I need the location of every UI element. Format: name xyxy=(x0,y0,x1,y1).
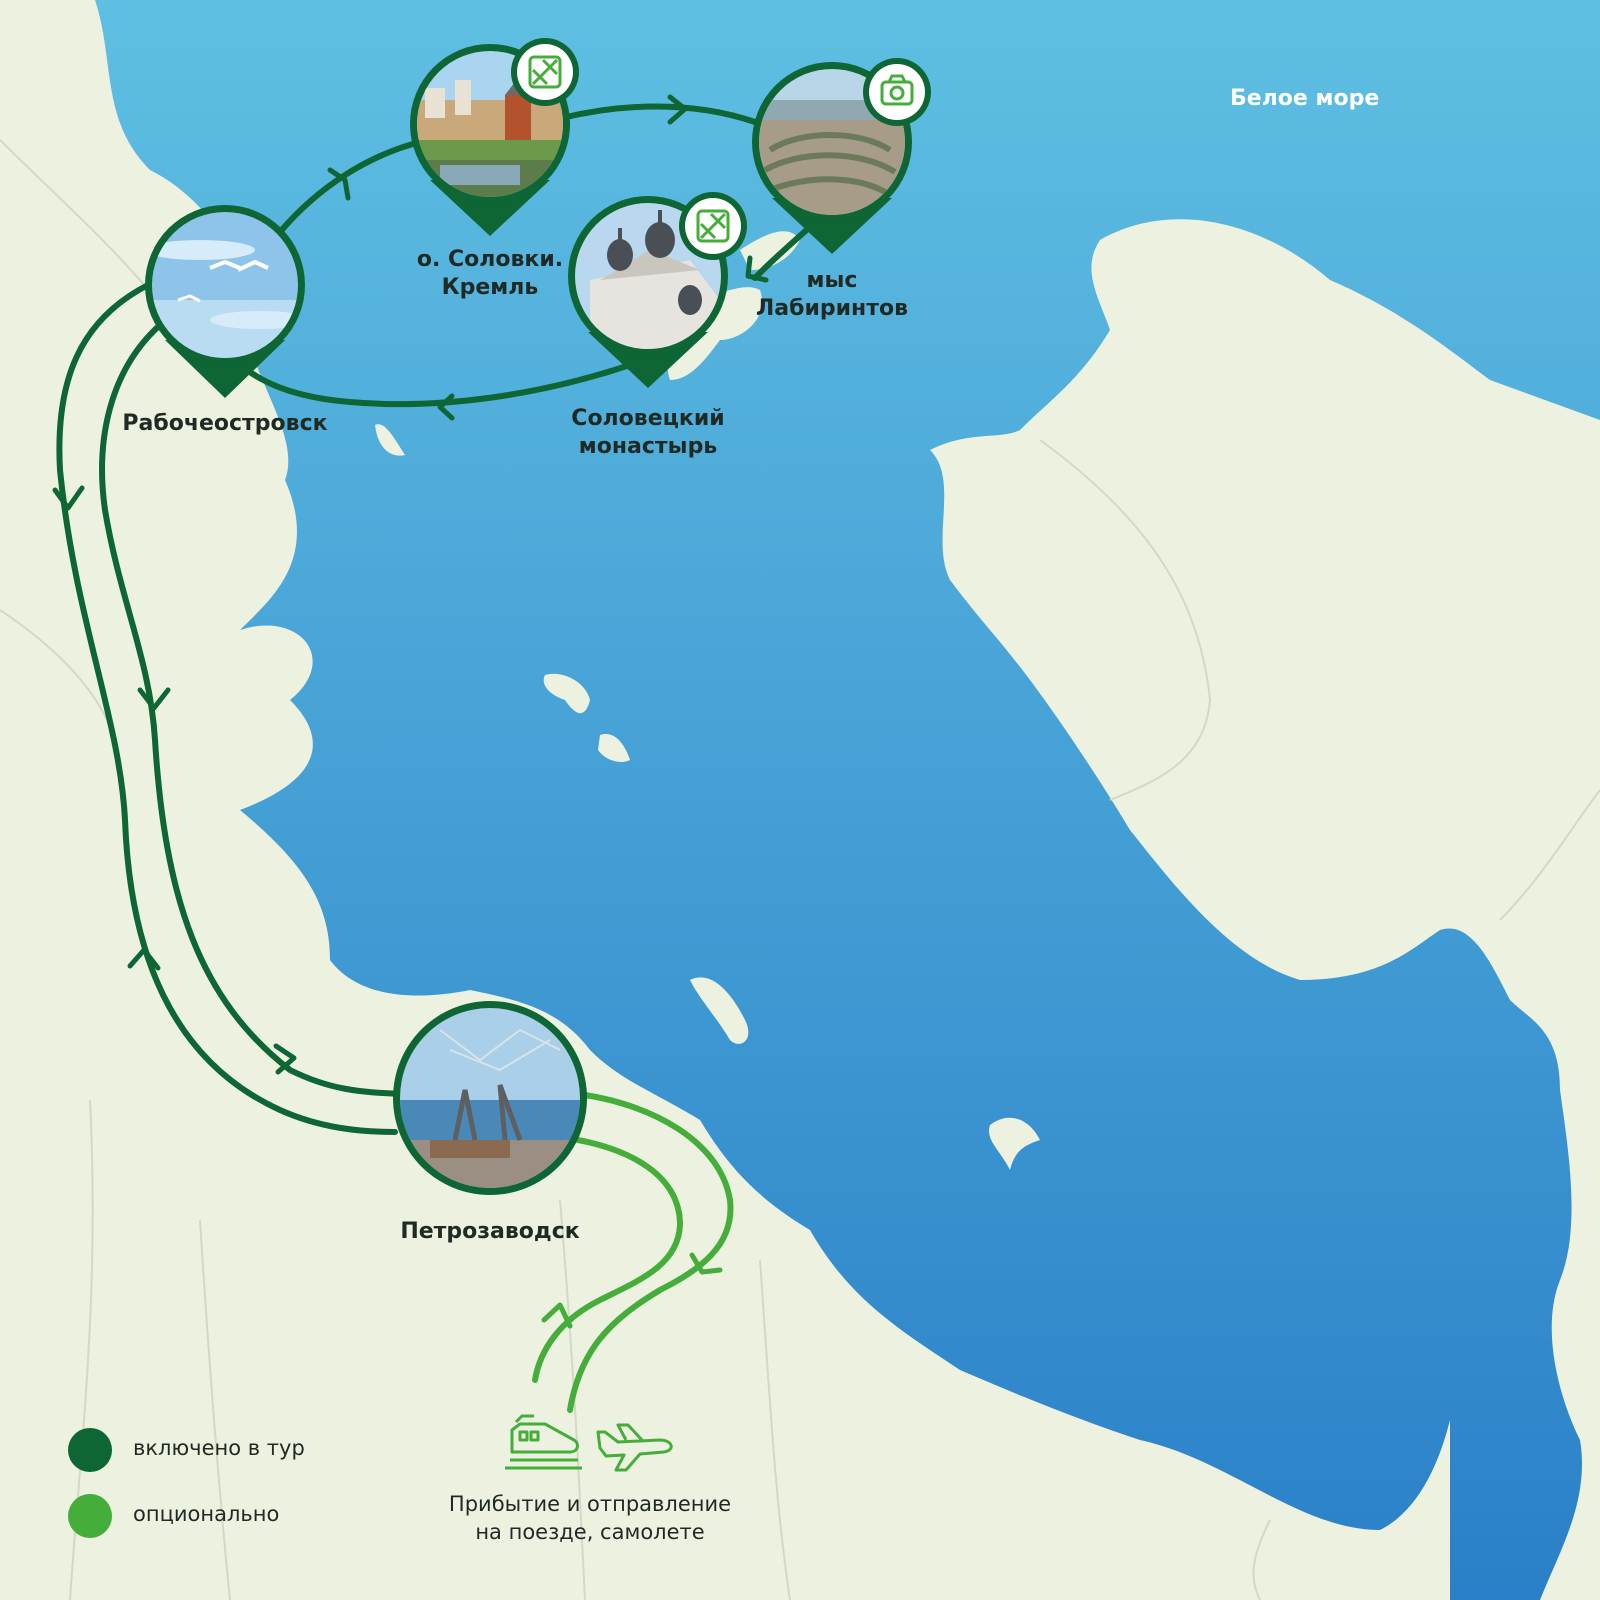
route-optional xyxy=(532,1092,734,1413)
label-monastery-line2: монастырь xyxy=(578,434,718,459)
label-labyrinth-line1: мыс xyxy=(806,268,858,293)
route-kremlin-to-lab xyxy=(559,103,758,125)
east-peninsula xyxy=(930,219,1600,1600)
island-small-2 xyxy=(598,734,630,762)
west-mainland xyxy=(0,0,1450,1600)
pin-rabocheostrovsk[interactable] xyxy=(145,205,310,398)
arrival-line1: Прибытие и отправление xyxy=(448,1492,732,1516)
label-monastery-line1: Соловецкий xyxy=(571,406,725,431)
route-rab-to-petro-outer xyxy=(56,282,398,1135)
label-petrozavodsk: Петрозаводск xyxy=(370,1218,610,1246)
seagulls-sky-photo xyxy=(152,212,298,358)
pin-kremlin[interactable] xyxy=(410,38,579,236)
pin-monastery[interactable] xyxy=(568,192,747,388)
route-petro-out-2 xyxy=(532,1137,684,1383)
island-small-5 xyxy=(690,977,749,1044)
label-labyrinth-line2: Лабиринтов xyxy=(755,296,909,321)
label-monastery: Соловецкий монастырь xyxy=(538,405,758,461)
label-kremlin-line1: о. Соловки. xyxy=(416,247,564,272)
island-small-4 xyxy=(375,424,405,456)
pin-labyrinth[interactable] xyxy=(752,58,931,254)
route-mon-to-rab xyxy=(247,362,633,408)
route-optional-arrows xyxy=(541,1252,723,1329)
island-solovki-east xyxy=(740,231,800,270)
route-lab-to-mon xyxy=(752,222,815,281)
route-included-arrows xyxy=(52,94,769,1075)
label-rabocheostrovsk: Рабочеостровск xyxy=(95,410,355,438)
island-small-3 xyxy=(989,1117,1040,1170)
legend-included-dot xyxy=(68,1428,112,1472)
label-labyrinth: мыс Лабиринтов xyxy=(722,267,942,323)
legend-optional-dot xyxy=(68,1494,112,1538)
label-kremlin: о. Соловки. Кремль xyxy=(380,246,600,302)
route-rab-to-petro-inner xyxy=(99,322,403,1097)
label-kremlin-line2: Кремль xyxy=(441,275,539,300)
sea-label: Белое море xyxy=(1230,86,1380,111)
airplane-icon xyxy=(596,1423,673,1472)
legend-optional-label: опционально xyxy=(133,1502,280,1526)
no-entry-pattern-icon xyxy=(696,209,730,243)
label-petrozavodsk-text: Петрозаводск xyxy=(400,1219,580,1244)
no-entry-pattern-icon xyxy=(528,55,562,89)
route-rab-to-kremlin xyxy=(277,139,423,235)
train-icon xyxy=(505,1414,582,1470)
route-included xyxy=(56,103,815,1135)
pin-petrozavodsk[interactable] xyxy=(393,1001,587,1195)
arrival-caption: Прибытие и отправление на поезде, самоле… xyxy=(380,1490,800,1546)
monastery-domes-photo xyxy=(575,203,721,349)
fishermen-sculpture-photo xyxy=(400,1008,580,1188)
camera-icon xyxy=(880,74,914,106)
island-small-1 xyxy=(543,673,590,714)
route-petro-out-1 xyxy=(567,1092,734,1413)
arrival-line2: на поезде, самолете xyxy=(475,1520,705,1544)
legend-included-label: включено в тур xyxy=(133,1436,305,1460)
label-rabocheostrovsk-text: Рабочеостровск xyxy=(122,411,328,436)
